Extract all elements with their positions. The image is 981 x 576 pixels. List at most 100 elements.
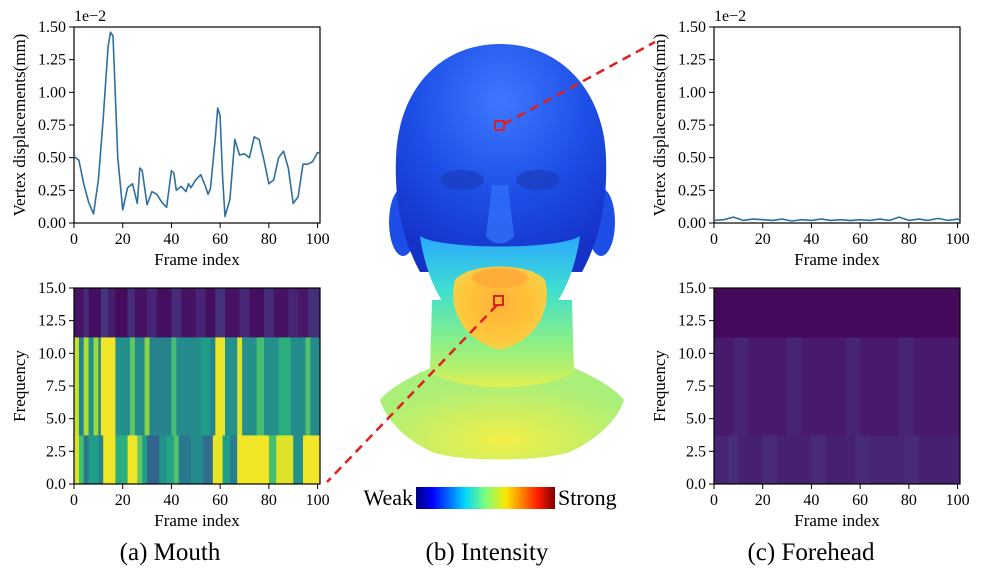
heatmap-cell [88,435,99,485]
heatmap-cell [166,435,175,485]
caption-intensity: (b) Intensity [426,539,549,566]
heatmap-cell [195,288,206,338]
x-axis-label: Frame index [154,511,240,530]
heatmap-cell [78,435,85,485]
y-tick-label: 5.0 [46,411,66,428]
x-tick-label: 80 [901,231,917,248]
x-tick-label: 60 [852,492,868,509]
y-tick-label: 12.5 [678,313,706,330]
heatmap-cell [242,337,258,436]
mouth-connector [326,304,498,483]
heatmap-cell [215,337,226,436]
heatmap-cell [142,435,148,485]
y-tick-label: 10.0 [38,345,66,362]
y-tick-label: 0.75 [678,117,706,134]
heatmap-cell [134,337,145,436]
heatmap-cell [714,435,729,485]
x-tick-label: 80 [261,231,277,248]
y-tick-label: 0.0 [686,476,706,493]
x-tick-label: 0 [70,231,78,248]
y-tick-label: 15.0 [38,280,66,297]
heatmap-cell [913,337,961,436]
heatmap-cell [212,435,223,485]
heatmap-cell [93,337,99,436]
shoulders [380,362,624,460]
heatmap-cell [264,337,279,436]
heatmap-cell [249,288,265,338]
heatmap-cell [181,288,197,338]
heatmap-cell [137,435,143,485]
heatmap-cell [156,288,172,338]
lips [472,268,528,288]
heatmap-cell [115,337,131,436]
heatmap-cell [88,288,102,338]
heatmap-cell [899,337,915,436]
mouth-roi-marker [493,295,504,306]
y-tick-label: 10.0 [678,345,706,362]
y-tick-label: 1.00 [38,84,66,101]
heatmap-cell [200,337,211,436]
x-tick-label: 20 [755,231,771,248]
x-tick-label: 60 [852,231,868,248]
series-marks [73,31,321,218]
y-axis-label: Vertex displacements(mm) [10,34,29,217]
heatmap-cell [100,288,109,338]
y-tick-label: 15.0 [678,280,706,297]
heatmap-cell [100,337,116,436]
heatmap-cell [134,288,148,338]
y-tick-label: 0.75 [38,117,66,134]
x-tick-label: 80 [261,492,277,509]
heatmap-cell [225,337,238,436]
heatmap-cell [225,288,240,338]
heatmap-cell [190,435,204,485]
heatmap-cell [714,337,734,436]
y-tick-label: 2.5 [46,443,66,460]
heatmap-cell [310,337,321,436]
heatmap-cell [811,435,827,485]
x-axis-label: Frame index [154,250,240,269]
heatmap-cell [159,435,167,485]
y-tick-label: 0.00 [678,215,706,232]
y-axis-label: Frequency [650,350,669,422]
y-tick-label: 1.50 [38,19,66,36]
y-tick-label: 7.5 [46,378,66,395]
heatmap-cell [203,435,214,485]
heatmap-cell [173,435,180,485]
heatmap-cell [130,337,136,436]
heatmap-cell [728,435,739,485]
y-tick-label: 7.5 [686,378,706,395]
heatmap-cell [115,435,128,485]
y-tick-label: 0.00 [38,215,66,232]
x-tick-label: 20 [115,231,131,248]
heatmap-cell [860,337,900,436]
x-tick-label: 100 [306,492,330,509]
right-eye-socket [516,170,560,190]
heatmap-cell [801,337,846,436]
x-tick-label: 60 [212,492,228,509]
y-tick-label: 0.25 [38,182,66,199]
x-tick-label: 100 [946,231,970,248]
y-ticks: 0.000.250.500.751.001.251.50 [38,19,74,232]
head [395,44,607,272]
heatmap-cell [83,435,89,485]
head-intensity-map [380,44,624,460]
heatmap-cell [869,435,905,485]
heatmap-cell [256,337,265,436]
heatmap-cell [278,337,292,436]
intensity-colorbar: Weak Strong [363,485,616,510]
y-tick-label: 0.25 [678,182,706,199]
x-tick-label: 20 [115,492,131,509]
heatmap-cell [78,337,85,436]
heatmap-cells [74,288,321,485]
x-tick-label: 0 [710,492,718,509]
x-axis-label: Frame index [794,250,880,269]
x-tick-label: 60 [212,231,228,248]
x-tick-label: 0 [710,231,718,248]
y-tick-label: 5.0 [686,411,706,428]
heatmap-cell [210,337,216,436]
heatmap-cell [714,288,961,338]
heatmap-cell [83,288,89,338]
heatmap-cell [826,435,856,485]
y-tick-label: 1.25 [38,52,66,69]
